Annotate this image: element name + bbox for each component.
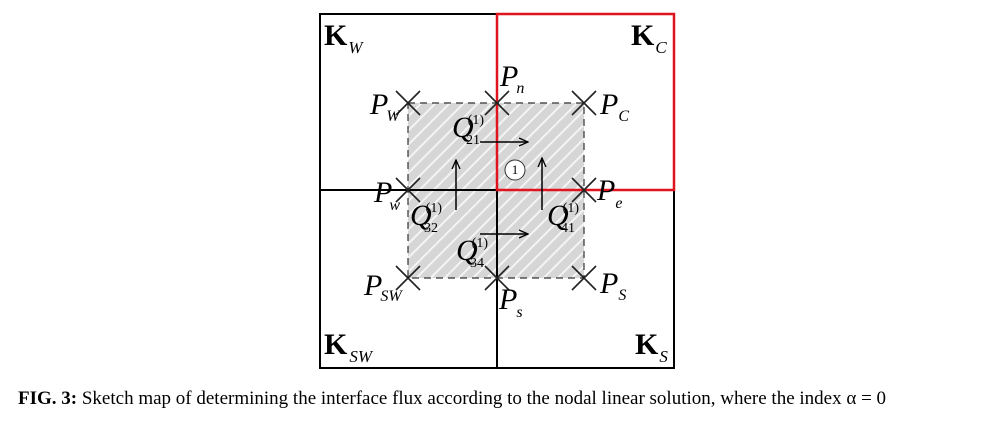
control-volume-number: 1 [512,162,519,177]
point-label-pw-lower: Pw [373,176,400,214]
node-marker-pw-lower [395,177,421,203]
flux-label-q41: Q(1)41 [547,199,579,236]
flux-label-q32: Q(1)32 [410,199,442,236]
point-label-pw: PW [369,88,401,125]
point-label-pe: Pe [596,174,622,212]
flux-label-q34: Q(1)34 [456,234,488,271]
cell-label-kw: KW [324,19,364,57]
cell-label-kc: KC [631,19,667,57]
node-marker-ps-lower [484,265,510,291]
node-marker-pw [395,90,421,116]
point-label-psw: PSW [363,269,403,305]
point-label-ps-lower: Ps [498,283,523,321]
node-marker-pc [571,90,597,116]
point-label-pc: PC [599,88,629,125]
caption-text: Sketch map of determining the interface … [77,388,887,409]
node-marker-psw [395,265,421,291]
node-marker-pn [484,90,510,116]
point-label-ps: PS [599,267,626,304]
point-label-pn: Pn [499,60,524,97]
cell-label-ks: KS [635,328,668,366]
node-marker-pe [571,177,597,203]
control-volume-badge [504,159,526,181]
flux-label-q21: Q(1)21 [452,111,484,148]
figure-caption: FIG. 3: Sketch map of determining the in… [18,388,978,410]
node-marker-ps [571,265,597,291]
caption-lead: FIG. 3: [18,388,78,409]
